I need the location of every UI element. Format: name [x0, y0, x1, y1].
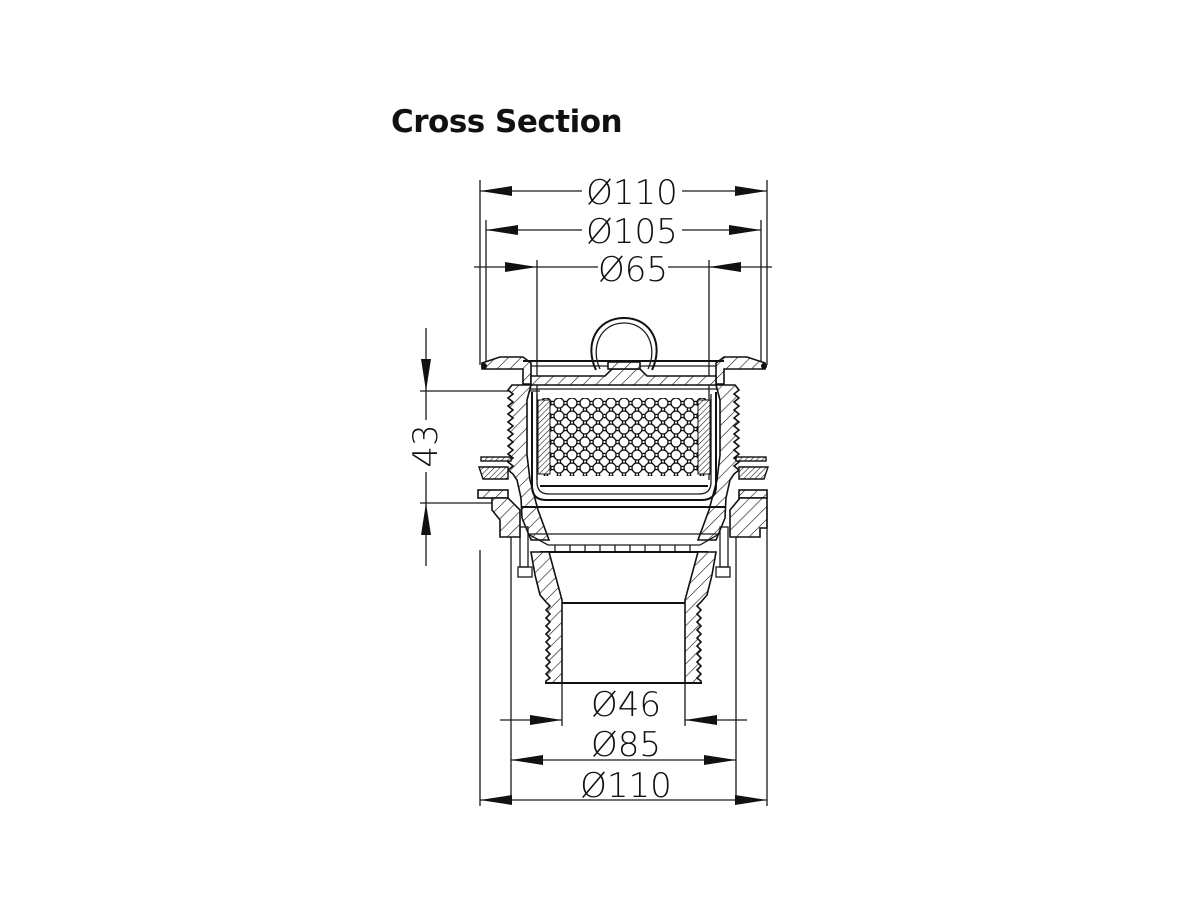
- dimension-bottom-46: Ø46: [500, 683, 747, 726]
- sink-flange: [481, 356, 767, 390]
- dimension-bottom-85: Ø85: [511, 725, 736, 765]
- dim-label-bottom-85: Ø85: [591, 725, 661, 765]
- washer-stack-left: [477, 456, 521, 538]
- dimension-top-110: Ø110: [479, 173, 768, 365]
- dim-label-top-65: Ø65: [598, 250, 668, 290]
- dim-label-top-105: Ø105: [586, 212, 678, 252]
- washer-stack-right: [729, 456, 769, 538]
- dimension-top-105: Ø105: [485, 212, 762, 365]
- dim-label-top-110: Ø110: [586, 173, 678, 213]
- page-title: Cross Section: [391, 104, 623, 140]
- inner-tray: [510, 506, 737, 800]
- dimension-side-43: 43: [406, 328, 540, 566]
- threaded-body: [506, 384, 741, 541]
- dimension-bottom-110: Ø110: [479, 505, 768, 806]
- ring-pull-handle: [590, 316, 658, 371]
- dim-label-bottom-110: Ø110: [580, 766, 672, 806]
- dim-label-bottom-46: Ø46: [591, 685, 661, 725]
- perforated-strainer-basket: [531, 392, 717, 501]
- threaded-outlet-tail: [530, 551, 717, 684]
- dim-label-side-43: 43: [406, 424, 446, 467]
